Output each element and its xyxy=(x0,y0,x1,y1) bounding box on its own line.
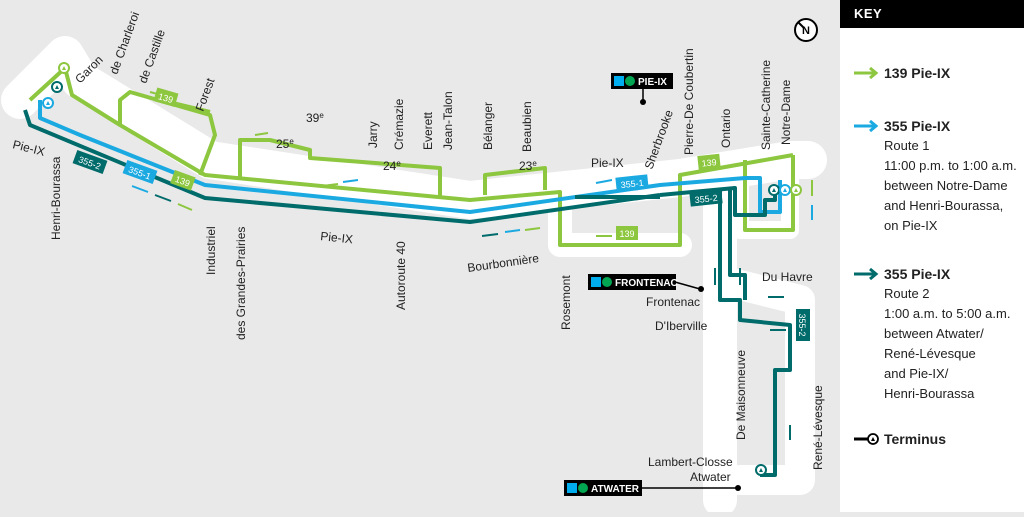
svg-text:FRONTENAC: FRONTENAC xyxy=(615,278,678,289)
street-de-charleroi: de Charleroi xyxy=(107,10,143,76)
street-39e: 39e xyxy=(306,111,324,125)
street-beaubien: Beaubien xyxy=(520,101,534,152)
street-frontenac: Frontenac xyxy=(646,295,700,309)
street-jarry: Jarry xyxy=(366,121,380,148)
arrow-icon xyxy=(854,268,879,280)
street-jean-talon: Jean-Talon xyxy=(441,91,455,150)
route-map: 139 355-2 355-1 139 355-1 139 355-2 139 xyxy=(1,10,827,517)
terminus-icon xyxy=(768,184,780,196)
arrow-icon xyxy=(854,67,879,79)
terminus-icon xyxy=(51,81,63,93)
svg-text:N: N xyxy=(802,25,810,37)
svg-text:355-2: 355-2 xyxy=(797,313,807,336)
street-pie-ix-east: Pie-IX xyxy=(591,156,624,170)
svg-text:139: 139 xyxy=(701,157,717,169)
street-pie-ix-center: Pie-IX xyxy=(320,229,354,246)
metro-icon xyxy=(614,76,624,86)
street-rosemont: Rosemont xyxy=(559,275,573,330)
svg-text:355-1: 355-1 xyxy=(620,178,644,190)
green-line-icon xyxy=(602,277,612,287)
terminus-icon xyxy=(58,62,70,74)
svg-text:139: 139 xyxy=(157,91,174,105)
street-industriel: Industriel xyxy=(204,226,218,275)
street-notre-dame: Notre-Dame xyxy=(779,79,793,145)
svg-text:355-2: 355-2 xyxy=(694,193,718,205)
badge-355-1-east: 355-1 xyxy=(615,174,649,192)
street-pierre-de-coubertin: Pierre-De Coubertin xyxy=(682,48,696,155)
street-de-maisonneuve: De Maisonneuve xyxy=(734,350,748,440)
svg-text:ATWATER: ATWATER xyxy=(591,484,640,495)
svg-text:139: 139 xyxy=(619,229,634,239)
svg-text:PIE-IX: PIE-IX xyxy=(638,77,667,88)
metro-station-pie-ix[interactable]: PIE-IX xyxy=(611,73,673,105)
street-atwater: Atwater xyxy=(690,470,731,484)
green-line-icon xyxy=(625,76,635,86)
badge-139-south: 139 xyxy=(616,226,638,240)
svg-text:139: 139 xyxy=(174,174,192,189)
green-line-icon xyxy=(578,483,588,493)
map-key: KEY 139 Pie-IX 355 Pie-IX Route 1 11:00 … xyxy=(840,0,1024,512)
metro-station-frontenac[interactable]: FRONTENAC xyxy=(588,274,704,292)
street-des-grandes-prairies: des Grandes-Prairies xyxy=(234,227,248,340)
street-henri-bourassa: Henri-Bourassa xyxy=(49,156,63,240)
route-badges: 139 355-2 355-1 139 355-1 139 355-2 139 xyxy=(72,87,810,341)
badge-139-west: 139 xyxy=(170,170,196,191)
street-23e: 23e xyxy=(519,159,537,173)
compass-icon: N xyxy=(794,18,818,42)
terminus-markers xyxy=(42,62,802,476)
terminus-icon xyxy=(779,184,791,196)
street-lambert-closse: Lambert-Closse xyxy=(648,455,733,469)
street-bourbonniere: Bourbonnière xyxy=(466,251,540,275)
street-24e: 24e xyxy=(383,159,401,173)
street-everett: Everett xyxy=(421,111,435,150)
street-d-iberville: D'Iberville xyxy=(655,319,708,333)
badge-139-east: 139 xyxy=(697,153,721,171)
terminus-icon xyxy=(755,464,767,476)
street-cremazie: Crémazie xyxy=(392,98,406,150)
badge-355-2-south: 355-2 xyxy=(796,309,810,341)
key-item-355-1: 355 Pie-IX Route 1 11:00 p.m. to 1:00 a.… xyxy=(854,116,1020,236)
map-canvas: 139 355-2 355-1 139 355-1 139 355-2 139 xyxy=(1,10,827,517)
street-du-havre: Du Havre xyxy=(762,270,813,284)
street-pie-ix-west: Pie-IX xyxy=(11,137,46,158)
arrow-icon xyxy=(854,120,879,132)
key-item-terminus: Terminus xyxy=(854,429,1020,449)
key-item-355-2: 355 Pie-IX Route 2 1:00 a.m. to 5:00 a.m… xyxy=(854,264,1020,404)
terminus-icon xyxy=(854,433,879,445)
key-item-139: 139 Pie-IX xyxy=(854,63,1020,83)
street-de-castille: de Castille xyxy=(136,27,168,85)
street-rene-levesque: René-Lévesque xyxy=(811,385,825,470)
street-sainte-catherine: Sainte-Catherine xyxy=(759,60,773,150)
terminus-icon xyxy=(42,97,54,109)
metro-icon xyxy=(567,483,577,493)
street-25e: 25e xyxy=(276,137,294,151)
street-belanger: Bélanger xyxy=(481,102,495,150)
terminus-icon xyxy=(790,184,802,196)
badge-355-2-east: 355-2 xyxy=(689,189,723,207)
street-labels: Pie-IX Henri-Bourassa Garon de Charleroi… xyxy=(11,10,825,484)
street-autoroute-40: Autoroute 40 xyxy=(394,241,408,310)
badge-139: 139 xyxy=(153,87,179,108)
key-title: KEY xyxy=(840,0,1024,28)
street-forest: Forest xyxy=(193,76,218,113)
metro-station-atwater[interactable]: ATWATER xyxy=(564,480,741,496)
metro-icon xyxy=(591,277,601,287)
street-ontario: Ontario xyxy=(719,108,733,148)
